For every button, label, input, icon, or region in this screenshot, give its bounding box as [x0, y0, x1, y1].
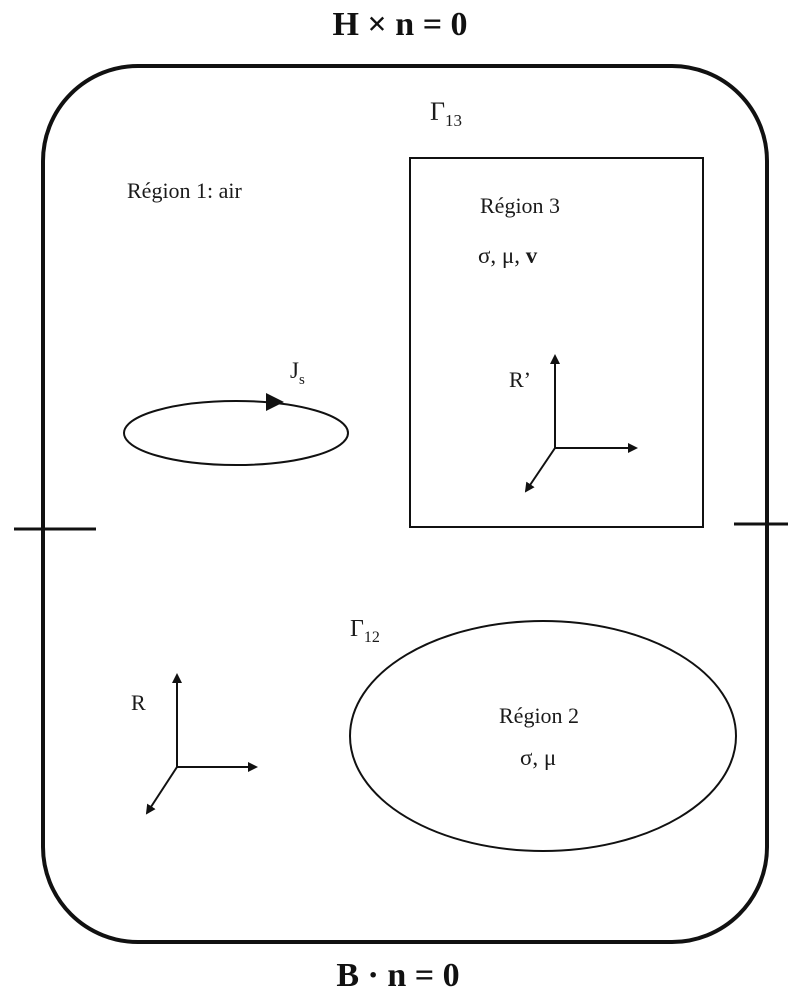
region-1-label: Région 1: air	[127, 178, 243, 203]
source-current-loop	[123, 400, 349, 466]
bottom-boundary-condition: B · n = 0	[336, 957, 459, 994]
moving-frame-axes	[524, 354, 638, 493]
region-2-label: Région 2	[499, 703, 579, 728]
moving-frame-y-axis	[524, 447, 556, 493]
fixed-frame-label: R	[131, 690, 146, 715]
region-2-properties: σ, μ	[520, 745, 556, 770]
gamma-13-label: Γ13	[430, 97, 462, 130]
source-current-label: Js	[290, 358, 305, 388]
gamma-12-label: Γ12	[350, 616, 380, 646]
outer-domain-boundary	[41, 64, 769, 944]
region-3-properties: σ, μ, v	[478, 243, 538, 268]
top-boundary-condition: H × n = 0	[332, 6, 467, 43]
region-3-label: Région 3	[480, 193, 560, 218]
fixed-frame-y-axis	[145, 766, 178, 815]
region-2-ellipse	[349, 620, 737, 852]
moving-frame-label: R’	[509, 367, 531, 392]
region-3-box	[409, 157, 704, 528]
fixed-frame-axes	[145, 673, 258, 815]
current-direction-arrow	[266, 393, 284, 411]
